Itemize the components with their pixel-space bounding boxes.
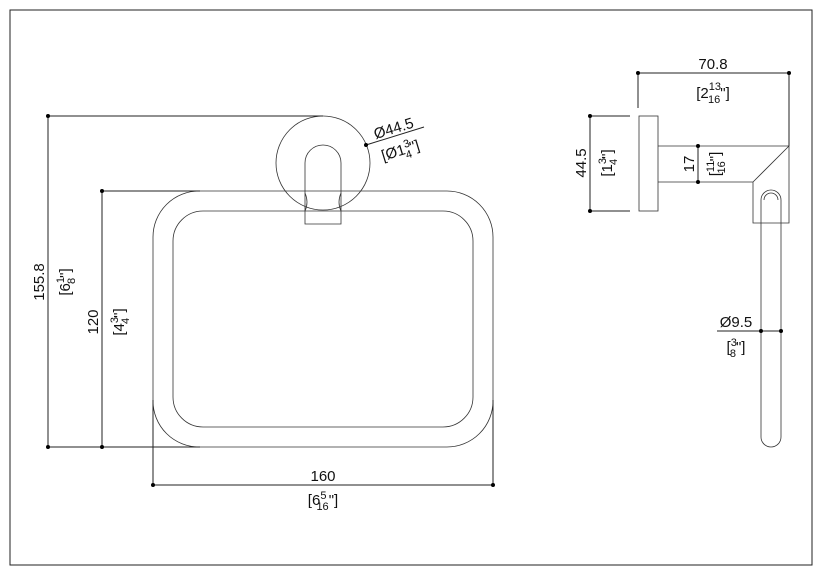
dimension-text: 44.5 [573,148,590,177]
dimension-text: 5 [320,490,326,502]
dimension-text: 3 [597,158,609,164]
dimension-text: 4 [608,159,620,165]
svg-text:[434"]: [434"] [109,308,132,335]
dimension-text: 1 [55,277,67,283]
svg-text:[134"]: [134"] [597,149,620,176]
dimension-text: [4 [111,323,128,336]
dimension-text: [2 [696,85,709,102]
dimension-text: [ [727,339,732,356]
svg-text:[Ø134"]: [Ø134"] [379,135,423,168]
dimension-text: [6 [308,492,321,509]
dimension-text: 16 [316,501,328,513]
svg-text:[1116"]: [1116"] [705,152,728,177]
dimension-text: "] [111,308,128,318]
dimension-text: 3 [109,317,121,323]
dimension-text: "] [329,492,339,509]
front-view [152,115,494,448]
dimension-text: 120 [85,309,102,334]
dimension-text: 4 [120,318,132,324]
bracket [304,144,342,225]
ring-inner [172,210,474,428]
dimension-text: 16 [716,161,728,173]
dimension-text: "] [707,152,724,162]
dimension-arm-height: 17 [1116"] [681,144,728,184]
dimension-text: "] [720,85,730,102]
dimension-text: "] [736,339,746,356]
dimension-text: "] [599,149,616,159]
dimension-text: 16 [708,94,720,106]
side-view [638,115,790,448]
dimension-text: 3 [402,138,411,151]
dimension-plate-height: 44.5 [134"] [573,114,630,213]
dimension-text: 3 [731,337,737,349]
ring-outer [152,190,494,448]
wall-plate [638,115,659,212]
dim-label-mm: 155.8 [31,263,48,301]
dimension-text: 17 [681,156,698,173]
dimension-overall-height: 155.8 [618"] [31,114,323,449]
dimension-text: [1 [599,164,616,177]
dimension-text: "] [57,268,74,278]
svg-text:[38"]: [38"] [727,337,746,360]
rosette [275,115,371,211]
dimension-text: [Ø1 [379,141,407,164]
dimension-text: 70.8 [698,56,727,73]
svg-text:[618"]: [618"] [55,268,78,295]
drawing-frame [9,9,813,566]
dimension-rosette-diameter: Ø44.5 [Ø134"] [364,115,425,168]
dimension-text: 13 [709,81,721,93]
dimension-text: 11 [705,161,717,172]
dimension-ring-height: 120 [434"] [85,189,200,449]
dimension-text: 8 [66,278,78,284]
arm [658,145,790,224]
dimension-text: Ø9.5 [720,314,753,331]
dimension-text: [6 [57,283,74,296]
dimension-text: 160 [310,468,335,485]
dimension-text: 8 [730,348,736,360]
dimension-text: 4 [404,148,413,161]
dimension-text: [ [707,171,724,176]
rod [760,189,782,448]
